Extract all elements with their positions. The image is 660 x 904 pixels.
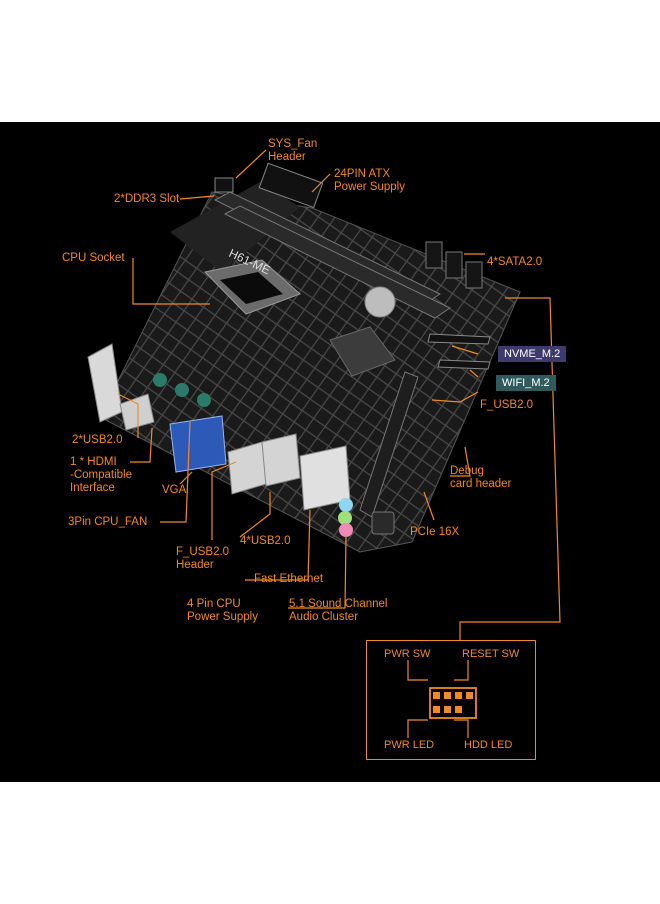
capacitor [197,393,211,407]
label-f-usb-top: F_USB2.0 [480,399,534,411]
front-panel-diagram [366,640,536,760]
capacitor [175,383,189,397]
cmos-battery [364,286,396,318]
usb-ports-middle-2 [261,433,301,487]
label-vga: VGA [162,484,187,496]
pin-header-graphic [407,660,477,738]
label-hdmi: 1 * HDMI -Compatible Interface [70,456,132,494]
label-debug: Debug card header [450,465,512,490]
label-hdd-led: HDD LED [464,739,513,751]
label-nvme: NVME_M.2 [498,346,567,362]
wifi-slot [437,359,491,370]
label-ethernet: Fast Ethernet [254,573,324,585]
sata-port-1 [425,241,443,269]
label-cpu-socket: CPU Socket [62,252,125,264]
product-image: H61-ME SYS_Fan Header 24PIN ATX Powe [0,122,660,782]
audio-jack-green [338,511,352,525]
label-usb4: 4*USB2.0 [240,535,291,547]
hdmi-port [119,393,155,431]
label-pwr-led: PWR LED [384,739,435,751]
label-audio: 5.1 Sound Channel Audio Cluster [289,598,388,623]
ps2-port [371,511,395,535]
label-sys-fan-header: SYS_Fan Header [268,138,318,163]
sata-port-3 [465,261,483,289]
label-24pin-atx: 24PIN ATX Power Supply [334,168,405,193]
label-cpu-fan: 3Pin CPU_FAN [68,516,148,528]
capacitor [153,373,167,387]
label-f-usb-header: F_USB2.0 Header [176,546,230,571]
chipset-heatsink [329,326,396,377]
label-sata: 4*SATA2.0 [487,256,543,268]
label-pcie: PCIe 16X [410,526,460,538]
atx-connector [258,162,324,209]
sys-fan-header [214,177,234,193]
vga-port [169,415,227,473]
label-ddr3-slot: 2*DDR3 Slot [114,193,180,205]
cpu-cover [220,272,283,304]
sata-port-2 [445,251,463,279]
audio-jack-blue [339,498,353,512]
ddr3-slot-2 [223,205,452,319]
leader-lines [117,149,561,640]
label-reset-sw: RESET SW [462,648,520,660]
label-usb-left: 2*USB2.0 [72,434,123,446]
motherboard-illustration: H61-ME [87,162,521,553]
label-cpu-power: 4 Pin CPU Power Supply [187,598,258,623]
audio-jack-pink [339,523,353,537]
label-wifi: WIFI_M.2 [496,375,556,391]
nvme-slot [427,333,491,345]
label-pwr-sw: PWR SW [384,648,431,660]
